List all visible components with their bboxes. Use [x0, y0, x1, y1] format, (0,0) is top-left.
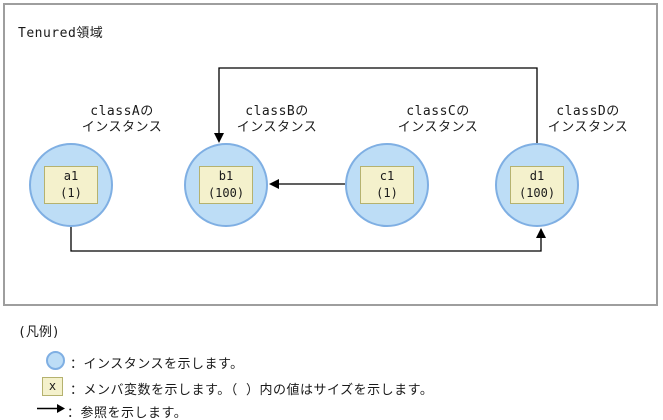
- member-variable-size: (100): [207, 186, 245, 200]
- legend-item-reference: ：参照を示します。: [67, 406, 188, 420]
- class-label-classC: classCの インスタンス: [377, 104, 499, 136]
- class-label-classA: classAの インスタンス: [61, 104, 183, 136]
- tenured-area-title: Tenured領域: [18, 26, 104, 41]
- instance-circle-a1: [29, 143, 113, 227]
- legend-item-instance: ：インスタンスを示します。: [70, 357, 244, 372]
- legend-item-member-variable: ：メンバ変数を示します。（ ）内の値はサイズを示します。: [70, 383, 434, 398]
- member-variable-size: (1): [60, 186, 82, 200]
- member-variable-size: (100): [518, 186, 556, 200]
- instance-circle-icon: [46, 351, 65, 370]
- member-variable-box-c1: c1 (1): [360, 166, 414, 204]
- class-label-classB: classBの インスタンス: [216, 104, 338, 136]
- member-variable-box-b1: b1 (100): [199, 166, 253, 204]
- legend-title: (凡例): [18, 325, 60, 340]
- class-label-line2: インスタンス: [547, 120, 629, 135]
- class-label-line2: インスタンス: [397, 120, 479, 135]
- member-variable-name: c1: [379, 169, 395, 183]
- member-variable-box-a1: a1 (1): [44, 166, 98, 204]
- member-variable-box-icon: x: [42, 377, 63, 396]
- member-variable-box-icon-label: x: [48, 379, 57, 393]
- class-label-line1: classBの: [245, 104, 309, 119]
- member-variable-name: b1: [218, 169, 234, 183]
- member-variable-name: d1: [529, 169, 545, 183]
- class-label-line1: classDの: [556, 104, 620, 119]
- class-label-line2: インスタンス: [236, 120, 318, 135]
- member-variable-size: (1): [376, 186, 398, 200]
- member-variable-name: a1: [63, 169, 79, 183]
- member-variable-box-d1: d1 (100): [510, 166, 564, 204]
- class-label-line1: classCの: [406, 104, 470, 119]
- reference-arrow-icon: [37, 404, 65, 413]
- class-label-line2: インスタンス: [81, 120, 163, 135]
- class-label-classD: classDの インスタンス: [527, 104, 649, 136]
- class-label-line1: classAの: [90, 104, 154, 119]
